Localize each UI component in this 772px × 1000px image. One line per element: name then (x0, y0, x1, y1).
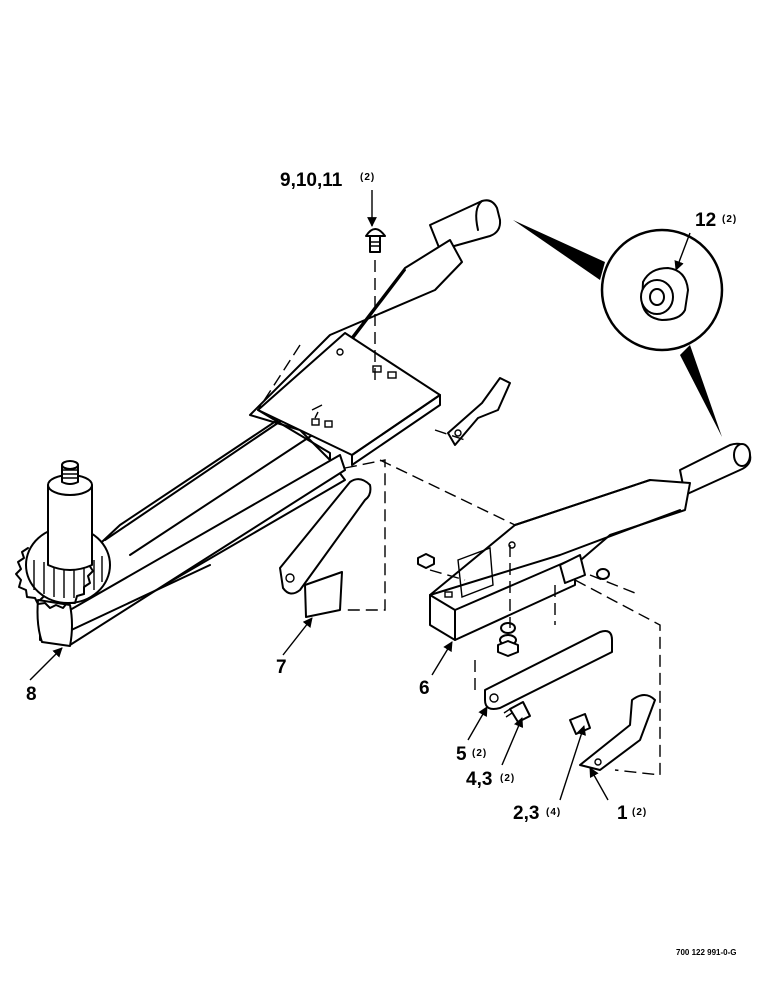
figure-reference: 700 122 991-0-G (676, 948, 737, 957)
callout-1: 1 (617, 803, 628, 824)
callout-4-3-qty: (2) (500, 773, 515, 784)
hex-bolt-icon-2 (569, 713, 591, 735)
callout-12-qty: (2) (722, 214, 737, 225)
callout-7: 7 (276, 657, 287, 678)
part-7-strap (279, 478, 372, 618)
part-1-clip (579, 694, 656, 771)
hardware-group (417, 553, 610, 657)
callout-5-qty: (2) (472, 748, 487, 759)
upper-bracket (447, 377, 511, 446)
callout-2-3: 2,3 (513, 803, 539, 824)
callout-12: 12 (695, 210, 716, 231)
callout-4-3: 4,3 (466, 769, 492, 790)
part-5-strap (484, 630, 613, 710)
callout-6: 6 (419, 678, 430, 699)
assembly-lines (257, 260, 661, 776)
callout-2-3-qty: (4) (546, 807, 561, 818)
callout-9-10-11: 9,10,11 (280, 170, 343, 191)
left-arm-assembly (15, 199, 502, 647)
callout-5: 5 (456, 744, 467, 765)
callout-9-10-11-qty: (2) (360, 172, 375, 183)
callout-8: 8 (26, 684, 37, 705)
callout-1-qty: (2) (632, 807, 647, 818)
carriage-bolt-icon (365, 228, 386, 253)
leader-arrows (29, 190, 691, 801)
right-arm-assembly (429, 442, 752, 641)
detail-circle-icon (513, 220, 724, 437)
